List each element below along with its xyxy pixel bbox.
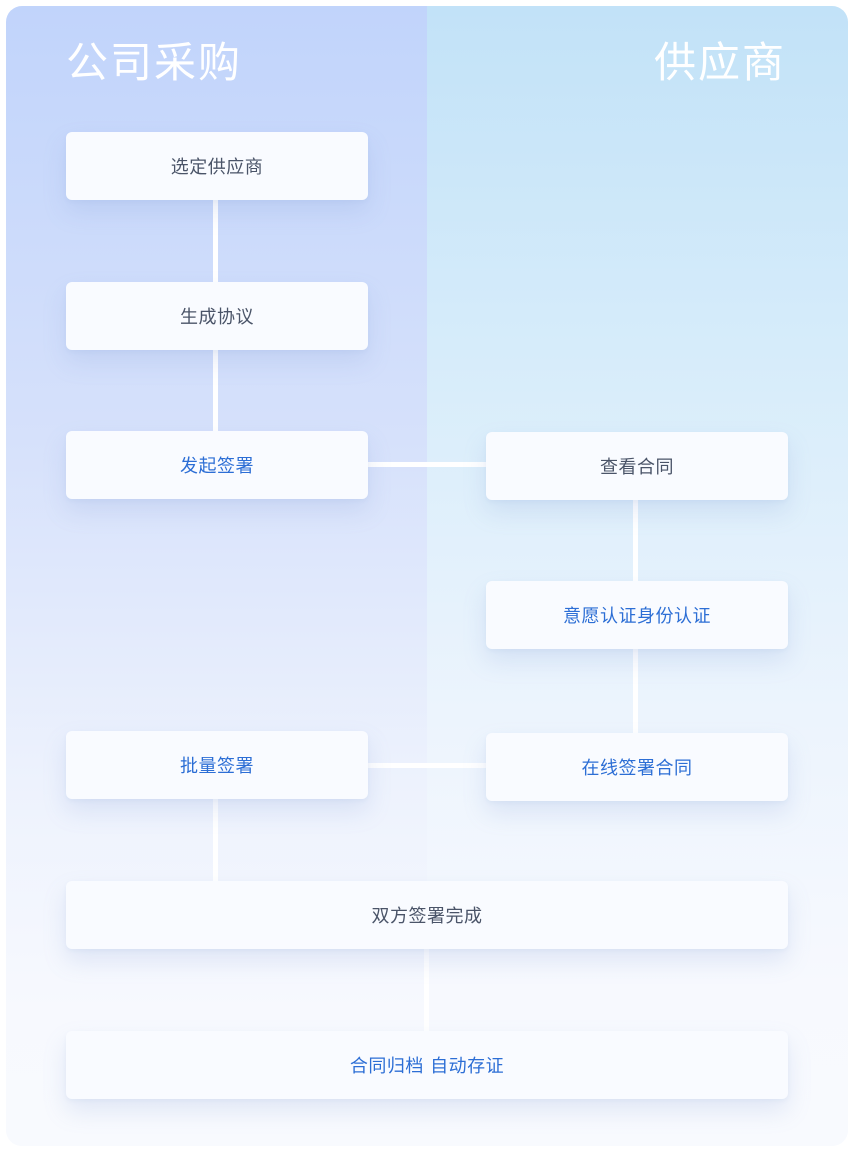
node-batch-signing: 批量签署 — [66, 731, 368, 799]
node-sign-online: 在线签署合同 — [486, 733, 788, 801]
lane-title-supplier: 供应商 — [653, 38, 786, 87]
node-archive: 合同归档 自动存证 — [66, 1031, 788, 1099]
node-select-supplier: 选定供应商 — [66, 132, 368, 200]
connector-verify-to-sign-online — [633, 649, 638, 734]
connector-view-to-verify — [633, 500, 638, 583]
connector-complete-to-archive — [424, 949, 429, 1033]
lane-title-company-procurement: 公司采购 — [66, 38, 243, 87]
node-generate-agreement: 生成协议 — [66, 282, 368, 350]
connector-sign-online-to-batch — [368, 763, 486, 768]
node-initiate-signing: 发起签署 — [66, 431, 368, 499]
connector-select-to-generate — [213, 200, 218, 282]
node-view-contract: 查看合同 — [486, 432, 788, 500]
connector-generate-to-initiate — [213, 350, 218, 432]
node-identity-verification: 意愿认证身份认证 — [486, 581, 788, 649]
flow-diagram: 公司采购 供应商 选定供应商 生成协议 发起签署 查看合同 意愿认证身份认证 在… — [6, 6, 848, 1146]
node-both-signed: 双方签署完成 — [66, 881, 788, 949]
connector-initiate-to-view — [368, 462, 486, 467]
connector-batch-to-complete — [213, 799, 218, 883]
